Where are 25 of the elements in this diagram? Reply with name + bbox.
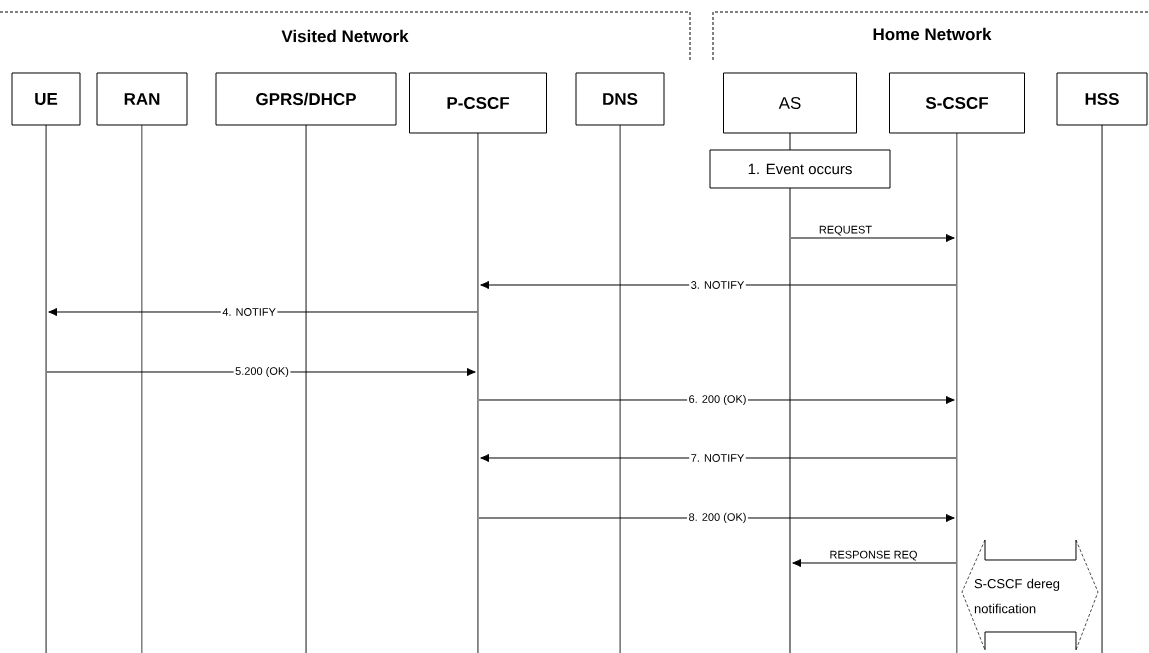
edge-label: 6. 200 (OK) (687, 393, 748, 407)
edge-label: 7. NOTIFY (689, 452, 746, 464)
message-arrow (480, 453, 957, 463)
participant-box: GPRS/DHCP (215, 72, 397, 126)
event-box: 1. Event occurs (709, 149, 891, 189)
participant-box: UE (11, 72, 81, 126)
message-arrow (790, 233, 955, 243)
edge-label: REQUEST (819, 225, 872, 236)
message-arrow (792, 558, 957, 568)
participant-box: P-CSCF (409, 72, 547, 134)
lifeline (619, 125, 621, 653)
participant-box: S-CSCF (889, 72, 1025, 134)
lifeline (305, 125, 307, 653)
message-arrow (480, 280, 957, 290)
edge-label: RESPONSE REQ (830, 550, 917, 561)
edge-label: 4. NOTIFY (220, 306, 278, 318)
participant-box: RAN (96, 72, 188, 126)
edge-label: 8. 200 (OK) (687, 511, 748, 525)
network-region: Home Network (712, 11, 1149, 61)
participant-box: DNS (575, 72, 665, 126)
participant-box: AS (723, 72, 857, 134)
participant-box: HSS (1056, 72, 1148, 126)
edge-label: 5.200 (OK) (233, 365, 291, 379)
network-region: Visited Network (0, 11, 691, 61)
edge-label: 3. NOTIFY (689, 279, 746, 291)
